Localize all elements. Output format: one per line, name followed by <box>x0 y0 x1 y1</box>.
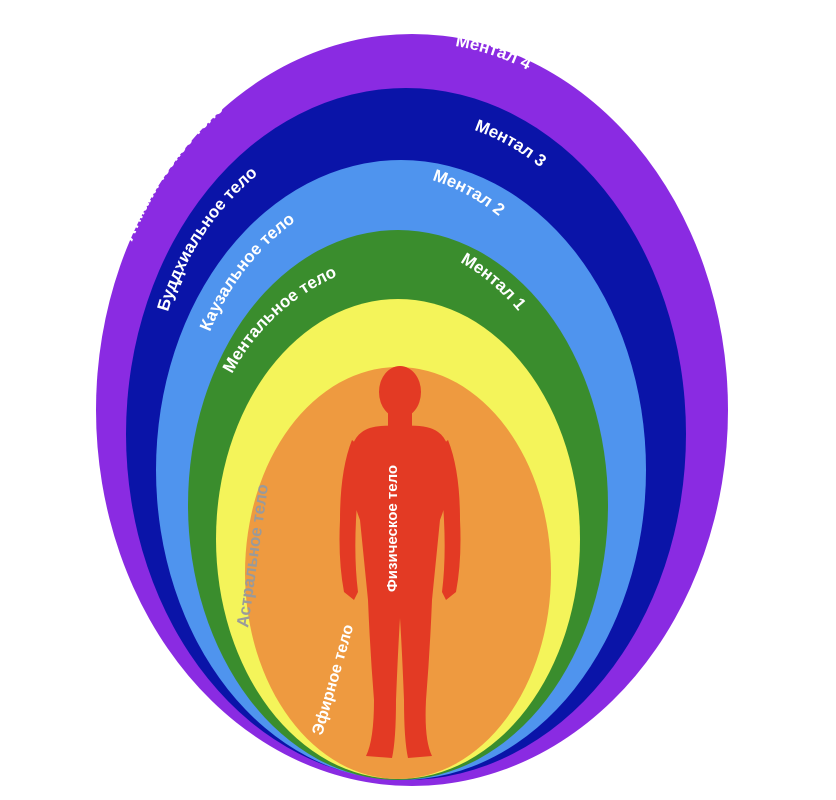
physical-label: Физическое тело <box>384 465 401 592</box>
human-figure <box>339 366 461 758</box>
